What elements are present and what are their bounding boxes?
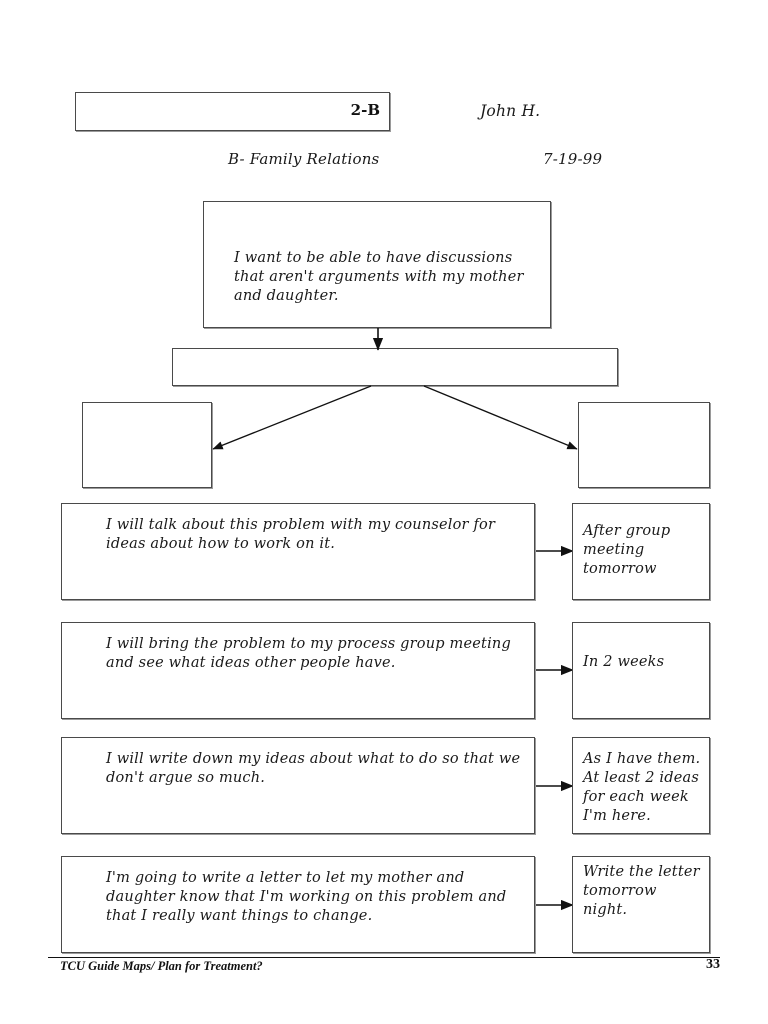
- plan-code-value: 2-B: [350, 101, 380, 119]
- page-number: 33: [706, 957, 720, 972]
- action-text-2: I will bring the problem to my process g…: [106, 636, 511, 671]
- action-box-4[interactable]: I'm going to write a letter to let my mo…: [61, 856, 535, 953]
- when-text-1: After group meeting tomorrow: [583, 523, 671, 577]
- action-text-3: I will write down my ideas about what to…: [106, 751, 521, 786]
- when-box-2[interactable]: In 2 weeks: [572, 622, 710, 719]
- action-box-3[interactable]: I will write down my ideas about what to…: [61, 737, 535, 834]
- action-box-1[interactable]: I will talk about this problem with my c…: [61, 503, 535, 600]
- goal-box[interactable]: I want to be able to have discussions th…: [203, 201, 551, 328]
- action-text-1: I will talk about this problem with my c…: [106, 517, 496, 552]
- when-box-3[interactable]: As I have them. At least 2 ideas for eac…: [572, 737, 710, 834]
- goal-text: I want to be able to have discussions th…: [234, 250, 524, 304]
- arrow-bar-to-right-branch: [423, 385, 578, 450]
- when-box-4[interactable]: Write the letter tomorrow night.: [572, 856, 710, 953]
- branch-box-left[interactable]: [82, 402, 212, 488]
- footer-divider: [48, 957, 720, 958]
- branch-box-right[interactable]: [578, 402, 710, 488]
- date-label: 7-19-99: [543, 150, 603, 168]
- module-label: B- Family Relations: [228, 150, 380, 168]
- client-name: John H.: [480, 102, 541, 120]
- when-text-4: Write the letter tomorrow night.: [583, 864, 700, 918]
- plan-code-box[interactable]: 2-B: [75, 92, 390, 131]
- arrow-bar-to-left-branch: [212, 385, 372, 450]
- action-box-2[interactable]: I will bring the problem to my process g…: [61, 622, 535, 719]
- action-text-4: I'm going to write a letter to let my mo…: [106, 870, 507, 924]
- when-text-3: As I have them. At least 2 ideas for eac…: [583, 751, 701, 824]
- when-box-1[interactable]: After group meeting tomorrow: [572, 503, 710, 600]
- steps-bar-box[interactable]: [172, 348, 618, 386]
- footer-label: TCU Guide Maps/ Plan for Treatment?: [60, 959, 263, 973]
- when-text-2: In 2 weeks: [583, 654, 665, 670]
